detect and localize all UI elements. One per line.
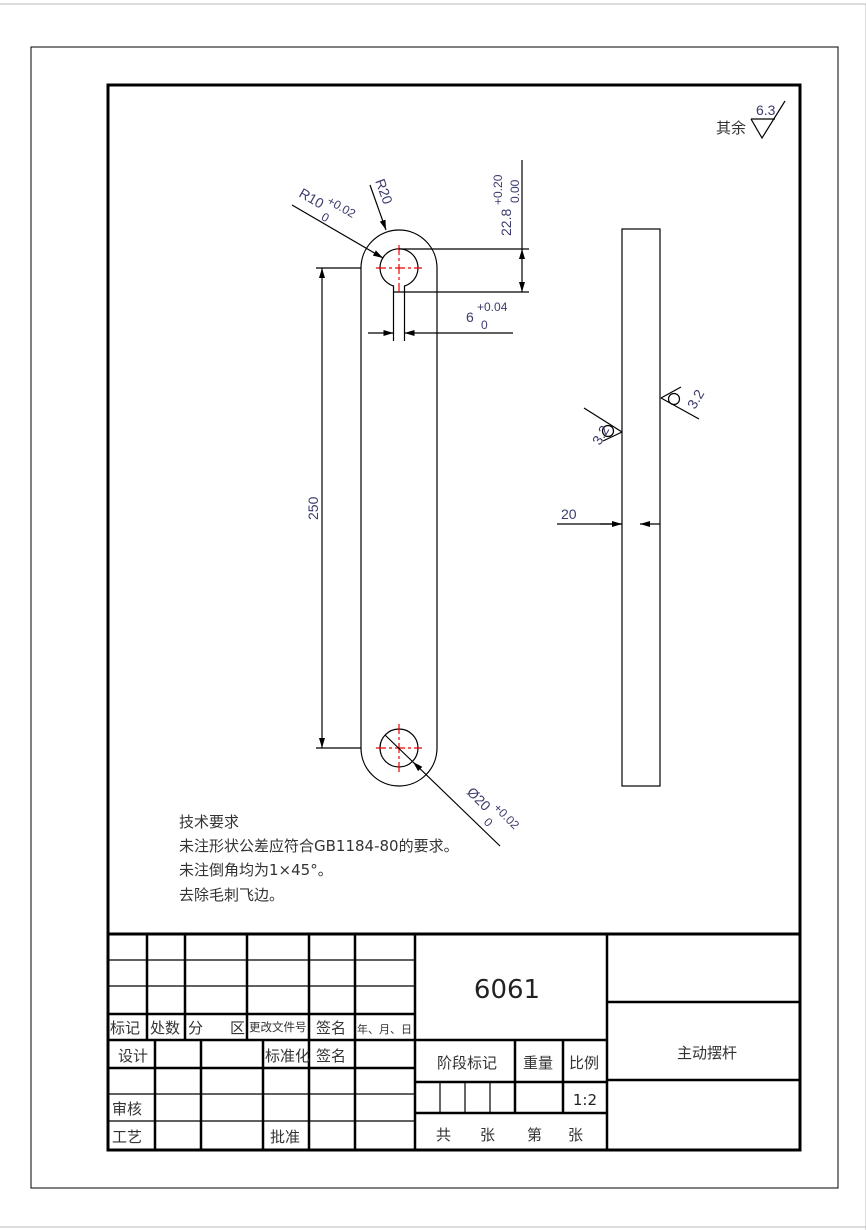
dimension-6: 6 +0.04 0 <box>368 292 513 341</box>
sheet-border <box>30 46 839 1189</box>
scale-value: 1:2 <box>573 1091 597 1109</box>
label-sheet-no: 第 <box>527 1126 542 1144</box>
roughness-right-value: 3.2 <box>684 386 708 411</box>
dim-22-8-upper: +0.20 <box>491 174 505 205</box>
tech-line: 去除毛刺飞边。 <box>179 886 284 904</box>
roughness-general-value: 6.3 <box>756 102 776 118</box>
label-sign2: 签名 <box>316 1047 346 1065</box>
dim-r10-text: R10 <box>297 185 327 212</box>
roughness-general: 其余 6.3 <box>716 100 786 140</box>
dim-r10-lower: 0 <box>319 210 332 226</box>
material: 6061 <box>474 975 540 1005</box>
label-sheets2: 张 <box>568 1126 583 1144</box>
dim-22-8-lower: 0.00 <box>508 179 522 203</box>
label-sign: 签名 <box>316 1019 346 1037</box>
dim-phi20-lower: 0 <box>481 815 496 830</box>
roughness-left-value: 3.2 <box>589 422 613 447</box>
label-approve: 批准 <box>270 1128 300 1146</box>
dim-6-text: 6 <box>466 309 474 325</box>
dimension-250: 250 <box>305 267 361 749</box>
label-design: 设计 <box>118 1047 148 1065</box>
dimension-r10: R10 +0.02 0 <box>291 185 384 259</box>
label-total: 共 <box>436 1126 451 1144</box>
tech-title: 技术要求 <box>179 813 239 831</box>
dim-phi20-upper: +0.02 <box>491 801 523 833</box>
label-zone-b: 区 <box>230 1019 245 1037</box>
technical-requirements: 技术要求 未注形状公差应符合GB1184-80的要求。 未注倒角均为1×45°。… <box>179 813 459 904</box>
dimension-22-8: 22.8 +0.20 0.00 <box>399 160 529 293</box>
label-process: 工艺 <box>112 1128 142 1146</box>
part-side-view: 20 <box>557 228 661 787</box>
drawing-frame <box>106 83 802 1152</box>
dimension-phi20: Ø20 +0.02 0 <box>384 734 523 847</box>
label-weight: 重量 <box>523 1054 553 1072</box>
dim-phi20-text: Ø20 <box>464 784 494 814</box>
label-review: 审核 <box>112 1100 142 1118</box>
tech-line: 未注形状公差应符合GB1184-80的要求。 <box>179 837 459 855</box>
tech-line: 未注倒角均为1×45°。 <box>179 861 333 879</box>
dim-6-upper: +0.04 <box>477 300 508 314</box>
label-zone-a: 分 <box>188 1019 203 1037</box>
part-name: 主动摆杆 <box>677 1044 737 1062</box>
dim-6-lower: 0 <box>481 318 488 332</box>
label-count: 处数 <box>150 1019 180 1037</box>
label-standardize: 标准化 <box>265 1047 310 1065</box>
dimension-r20: R20 <box>369 177 396 231</box>
dim-22-8-text: 22.8 <box>498 209 514 236</box>
dim-r10-upper: +0.02 <box>325 194 359 221</box>
label-mark: 标记 <box>110 1019 140 1037</box>
label-scale: 比例 <box>569 1054 599 1072</box>
part-front-view <box>360 229 438 787</box>
label-sheets: 张 <box>480 1126 495 1144</box>
title-block: 标记 处数 分 区 更改文件号 签名 年、月、日 设计 标准化 签名 审核 工艺… <box>108 932 800 1150</box>
roughness-right: 3.2 <box>660 386 708 420</box>
dim-250-text: 250 <box>305 496 321 520</box>
label-change-doc: 更改文件号 <box>249 1020 307 1034</box>
dim-20-text: 20 <box>561 506 577 522</box>
label-date: 年、月、日 <box>357 1022 412 1036</box>
roughness-left: 3.2 <box>583 407 623 448</box>
label-stage-mark: 阶段标记 <box>437 1054 497 1072</box>
roughness-general-label: 其余 <box>716 119 746 137</box>
